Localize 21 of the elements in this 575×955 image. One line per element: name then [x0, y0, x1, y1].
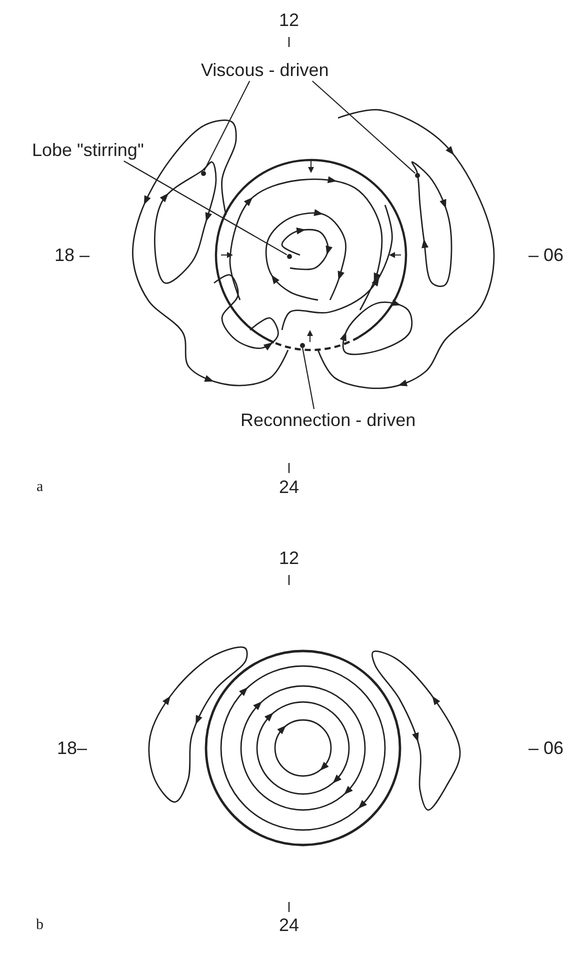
panel-letter: a — [36, 478, 44, 497]
clock-hour-label: 18 – — [54, 244, 90, 266]
target-dot — [200, 170, 206, 176]
clock-hour-label: – 06 — [528, 244, 564, 266]
clock-hour-label: 12 — [279, 9, 300, 31]
annotation-label: Viscous - driven — [201, 59, 329, 81]
annotation-label: Lobe "stirring" — [32, 139, 144, 161]
target-dot — [414, 172, 420, 178]
leader-line — [312, 80, 416, 174]
leader-line — [124, 160, 288, 256]
clock-hour-label: 12 — [279, 547, 300, 569]
leader-line — [302, 347, 315, 410]
annotation-label: Reconnection - driven — [240, 409, 416, 431]
leader-line — [204, 80, 250, 172]
clock-hour-label: 24 — [279, 914, 300, 936]
clock-hour-label: 24 — [279, 476, 300, 498]
clock-hour-label: 18– — [57, 737, 88, 759]
panel-letter: b — [36, 916, 44, 935]
clock-hour-label: – 06 — [528, 737, 564, 759]
target-dot — [286, 254, 292, 258]
target-dot — [300, 342, 304, 348]
